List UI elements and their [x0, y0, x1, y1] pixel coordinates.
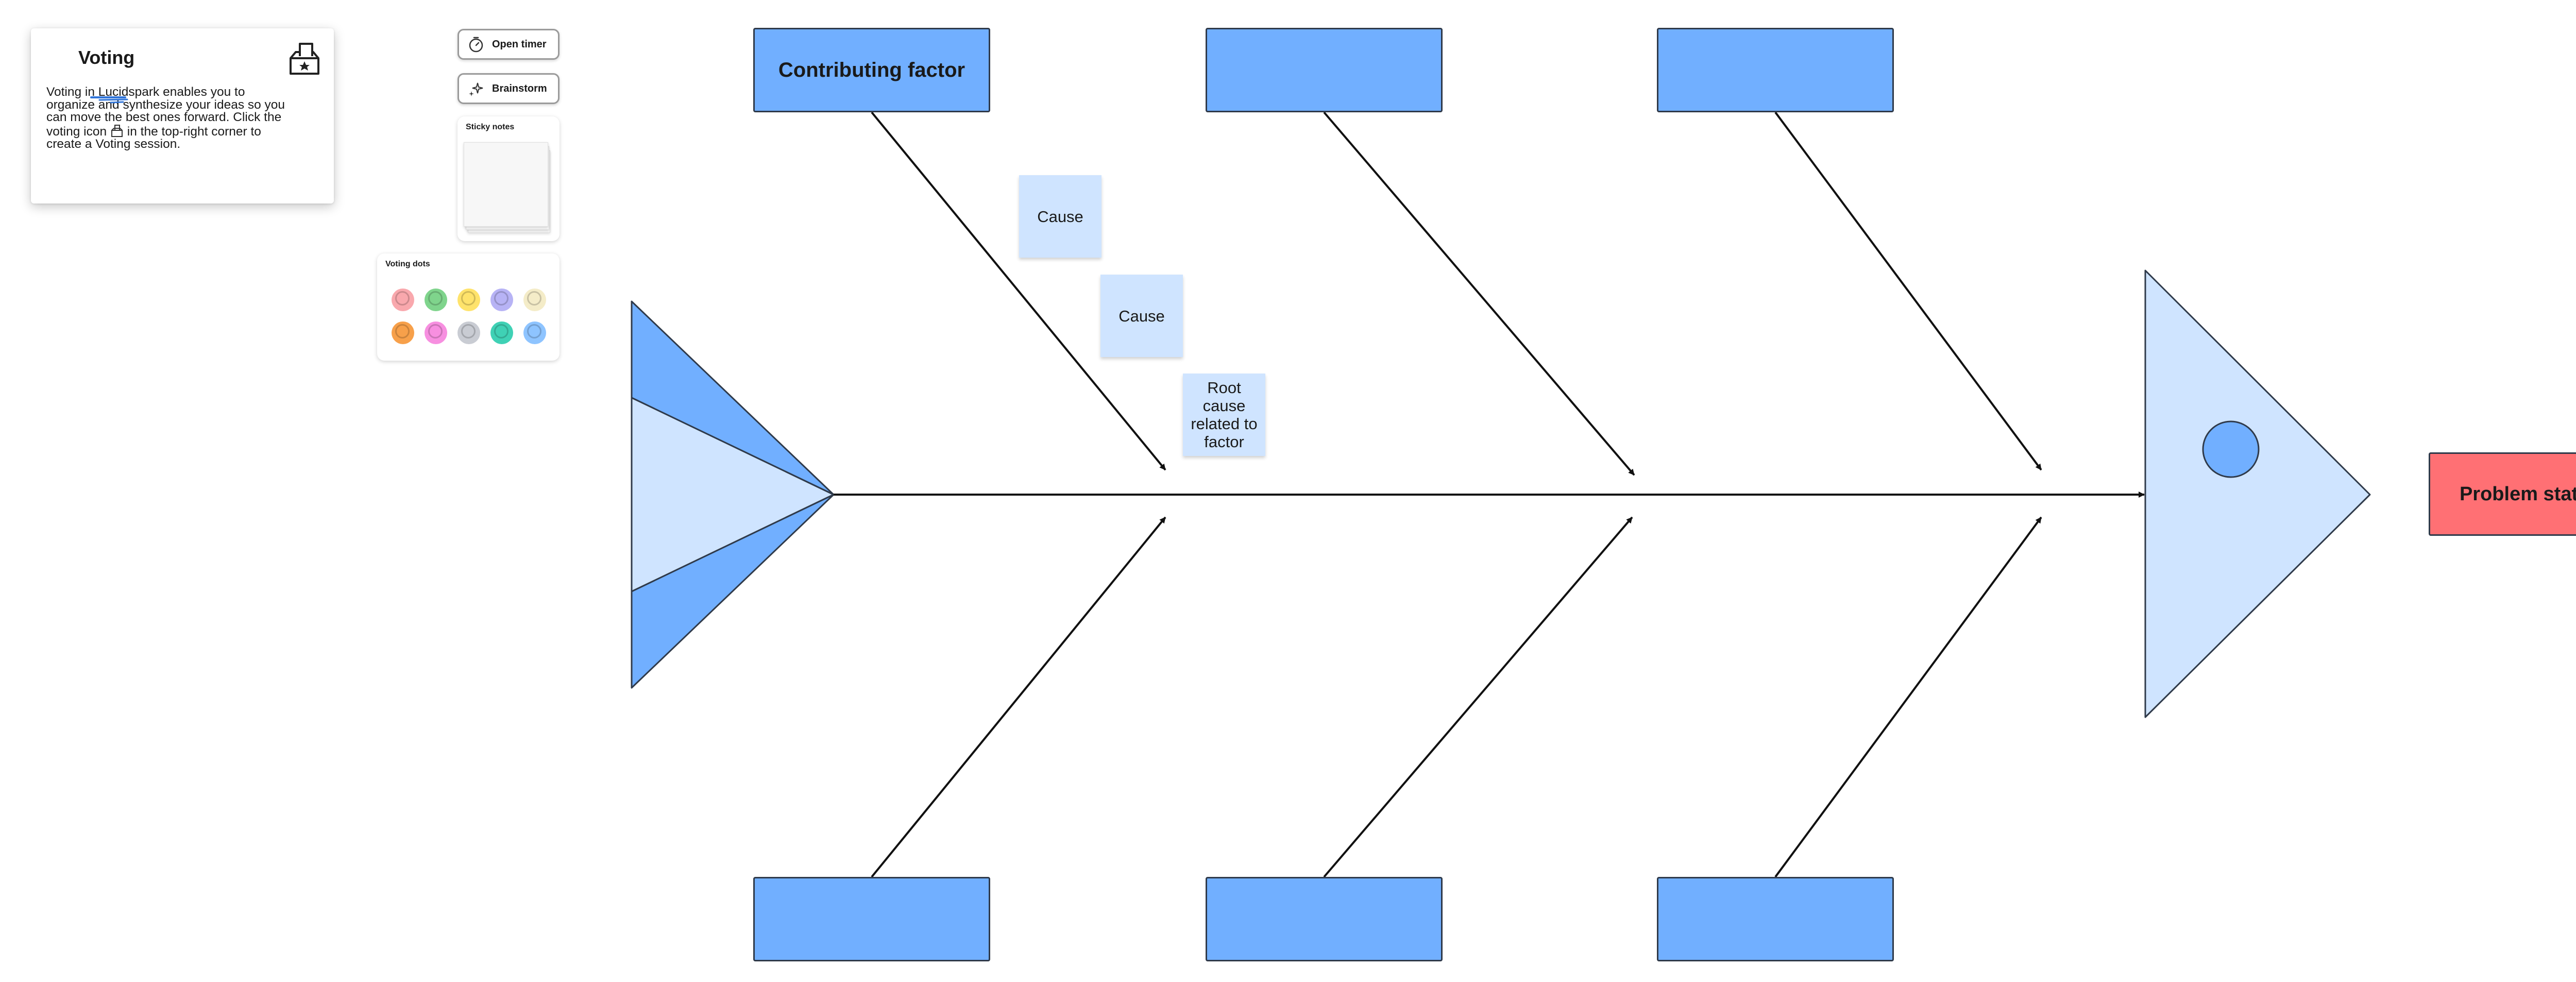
contributing-factor-box-bottom-2[interactable] [1206, 877, 1443, 961]
voting-dot[interactable] [523, 289, 546, 311]
fish-tail[interactable] [631, 300, 835, 689]
top-bone-1[interactable] [871, 111, 1166, 471]
open-timer-button[interactable]: Open timer [457, 29, 560, 60]
root-cause-sticky-note[interactable]: Root cause related to factor [1183, 374, 1265, 456]
bottom-bone-2[interactable] [1323, 516, 1633, 878]
voting-dot[interactable] [425, 289, 447, 311]
timer-icon [469, 37, 483, 53]
contributing-factor-box-bottom-3[interactable] [1657, 877, 1894, 961]
voting-dot[interactable] [425, 321, 447, 344]
contributing-factor-box-bottom-1[interactable] [753, 877, 990, 961]
voting-description: Voting in Lucidspark enables you to orga… [46, 86, 289, 151]
problem-statement-box[interactable]: Problem statement [2429, 452, 2576, 536]
voting-dot[interactable] [457, 321, 480, 344]
contributing-factor-box-top-3[interactable] [1657, 28, 1894, 112]
sticky-notes-title: Sticky notes [466, 123, 515, 131]
contributing-factor-box-top-1[interactable]: Contributing factor [753, 28, 990, 112]
fish-head[interactable] [2144, 269, 2371, 718]
scribble-underline-icon [90, 96, 128, 104]
voting-dot[interactable] [490, 289, 513, 311]
cause-sticky-note-1[interactable]: Cause [1019, 175, 1101, 258]
voting-dot[interactable] [523, 321, 546, 344]
voting-title: Voting [78, 47, 135, 68]
voting-description-part1: Voting in Lucidspark enables you to orga… [46, 85, 285, 139]
sticky-note-stack[interactable] [464, 141, 554, 235]
voting-dot[interactable] [490, 321, 513, 344]
sticky-notes-panel[interactable]: Sticky notes [457, 116, 560, 241]
voting-description-part2: in the top-right corner to create a Voti… [46, 124, 261, 151]
contributing-factor-box-top-2[interactable] [1206, 28, 1443, 112]
bottom-bone-1[interactable] [871, 516, 1166, 878]
top-bone-3[interactable] [1774, 111, 2042, 471]
voting-dots-title: Voting dots [385, 260, 430, 268]
top-bone-2[interactable] [1323, 111, 1635, 476]
fish-eye [2202, 420, 2260, 478]
bottom-bone-3[interactable] [1774, 516, 2042, 878]
brainstorm-label: Brainstorm [492, 82, 547, 94]
brainstorm-button[interactable]: Brainstorm [457, 73, 560, 104]
voting-dots-panel[interactable]: Voting dots [377, 253, 560, 361]
voting-dot[interactable] [457, 289, 480, 311]
voting-dot[interactable] [392, 289, 414, 311]
cause-sticky-note-2[interactable]: Cause [1100, 275, 1183, 357]
voting-info-card[interactable]: Voting Voting in Lucidspark enables you … [31, 28, 334, 204]
ballot-box-icon [290, 43, 319, 75]
sparkle-icon [469, 82, 483, 96]
open-timer-label: Open timer [492, 38, 547, 50]
voting-dot[interactable] [392, 321, 414, 344]
ballot-box-inline-icon [111, 124, 123, 137]
